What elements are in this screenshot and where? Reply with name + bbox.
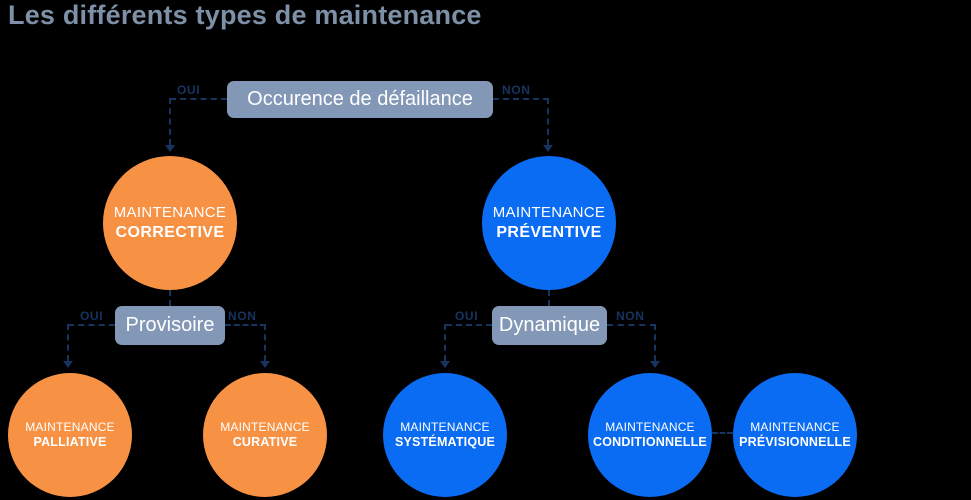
node-label-line2: CORRECTIVE <box>115 224 225 241</box>
branch-label-oui-root: OUI <box>177 83 201 97</box>
node-label-line1: MAINTENANCE <box>113 204 227 221</box>
decision-box-occurence-defaillance: Occurence de défaillance <box>227 81 493 118</box>
node-label-line2: PRÉVENTIVE <box>496 224 602 241</box>
arrow-down-icon <box>63 361 73 368</box>
connector-dynamique-oui-horizontal <box>446 324 492 326</box>
node-label-line2: PALLIATIVE <box>33 435 107 449</box>
node-label-line2: SYSTÉMATIQUE <box>394 435 496 449</box>
branch-label-non-root: NON <box>502 83 531 97</box>
connector-conditionnelle-previsionnelle <box>712 432 733 434</box>
decision-box-provisoire: Provisoire <box>115 306 225 345</box>
arrow-down-icon <box>543 145 553 152</box>
node-maintenance-previsionnelle: MAINTENANCE PRÉVISIONNELLE <box>733 373 857 497</box>
connector-root-oui-horizontal <box>170 98 227 100</box>
page-title: Les différents types de maintenance <box>8 0 482 30</box>
node-label-line2: PRÉVISIONNELLE <box>739 435 851 449</box>
connector-root-oui-vertical <box>169 98 171 145</box>
arrow-down-icon <box>440 361 450 368</box>
arrow-down-icon <box>650 361 660 368</box>
node-label-line1: MAINTENANCE <box>400 419 490 434</box>
node-label-line1: MAINTENANCE <box>605 419 695 434</box>
connector-corrective-provisoire <box>169 290 171 306</box>
connector-provisoire-non-horizontal <box>225 324 266 326</box>
connector-dynamique-non-horizontal <box>607 324 656 326</box>
node-maintenance-systematique: MAINTENANCE SYSTÉMATIQUE <box>383 373 507 497</box>
node-maintenance-corrective: MAINTENANCE CORRECTIVE <box>103 156 237 290</box>
arrow-down-icon <box>260 361 270 368</box>
node-label-line1: MAINTENANCE <box>750 419 840 434</box>
decision-label: Provisoire <box>125 314 215 336</box>
decision-label: Occurence de défaillance <box>247 88 473 110</box>
connector-root-non-vertical <box>547 98 549 145</box>
node-maintenance-preventive: MAINTENANCE PRÉVENTIVE <box>482 156 616 290</box>
decision-label: Dynamique <box>498 314 601 336</box>
node-label-line2: CURATIVE <box>232 435 298 449</box>
connector-provisoire-non-vertical <box>264 324 266 361</box>
node-label-line1: MAINTENANCE <box>492 204 606 221</box>
connector-provisoire-oui-horizontal <box>68 324 115 326</box>
connector-provisoire-oui-vertical <box>67 324 69 361</box>
branch-label-oui-provisoire: OUI <box>80 309 104 323</box>
node-label-line2: CONDITIONNELLE <box>593 435 707 449</box>
node-maintenance-conditionnelle: MAINTENANCE CONDITIONNELLE <box>588 373 712 497</box>
connector-dynamique-oui-vertical <box>444 324 446 361</box>
node-maintenance-curative: MAINTENANCE CURATIVE <box>203 373 327 497</box>
node-label-line1: MAINTENANCE <box>25 419 115 434</box>
decision-box-dynamique: Dynamique <box>492 306 607 345</box>
node-label-line1: MAINTENANCE <box>220 419 310 434</box>
connector-dynamique-non-vertical <box>654 324 656 361</box>
arrow-down-icon <box>165 145 175 152</box>
connector-root-non-horizontal <box>493 98 549 100</box>
connector-preventive-dynamique <box>548 290 550 306</box>
branch-label-oui-dynamique: OUI <box>455 309 479 323</box>
node-maintenance-palliative: MAINTENANCE PALLIATIVE <box>8 373 132 497</box>
branch-label-non-dynamique: NON <box>616 309 645 323</box>
branch-label-non-provisoire: NON <box>228 309 257 323</box>
